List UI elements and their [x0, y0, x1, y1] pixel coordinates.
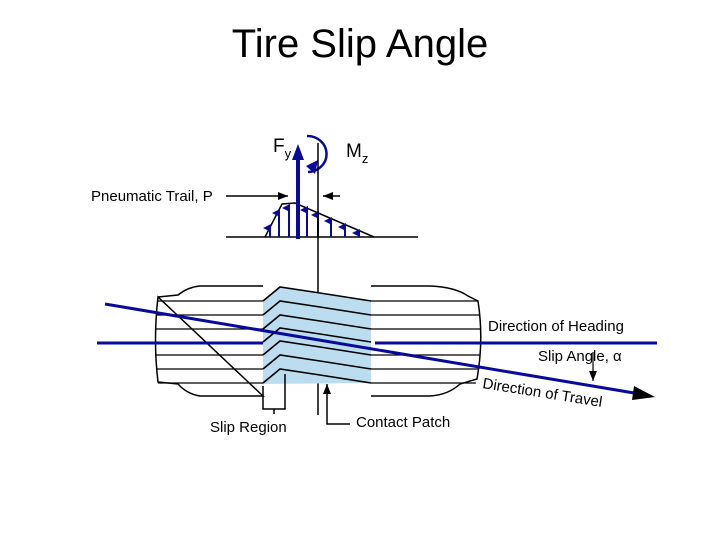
pressure-arrows [263, 204, 360, 237]
deformed-tread-lines [262, 286, 372, 384]
direction-travel-label: Direction of Travel [481, 375, 603, 411]
slide-title: Tire Slip Angle [231, 22, 489, 66]
mz-arrowhead [306, 160, 318, 174]
slip-region-label: Slip Region [210, 419, 287, 436]
tread-lines-right [371, 300, 481, 384]
tire-body [154, 285, 482, 397]
contact-patch-label: Contact Patch [356, 414, 450, 431]
travel-line [104, 302, 641, 396]
force-distribution [226, 134, 418, 415]
pressure-profile [264, 202, 375, 238]
travel-arrowhead [632, 386, 655, 400]
pneumatic-trail-label: Pneumatic Trail, P [91, 188, 213, 205]
fy-arrowhead [292, 144, 304, 160]
mz-label: Mz [346, 141, 368, 166]
fy-label: Fy [273, 136, 292, 161]
contact-patch-pointer [323, 384, 350, 425]
direction-heading-label: Direction of Heading [488, 318, 624, 335]
slip-angle-label: Slip Angle, α [538, 348, 622, 365]
slip-region-bracket [262, 374, 286, 414]
